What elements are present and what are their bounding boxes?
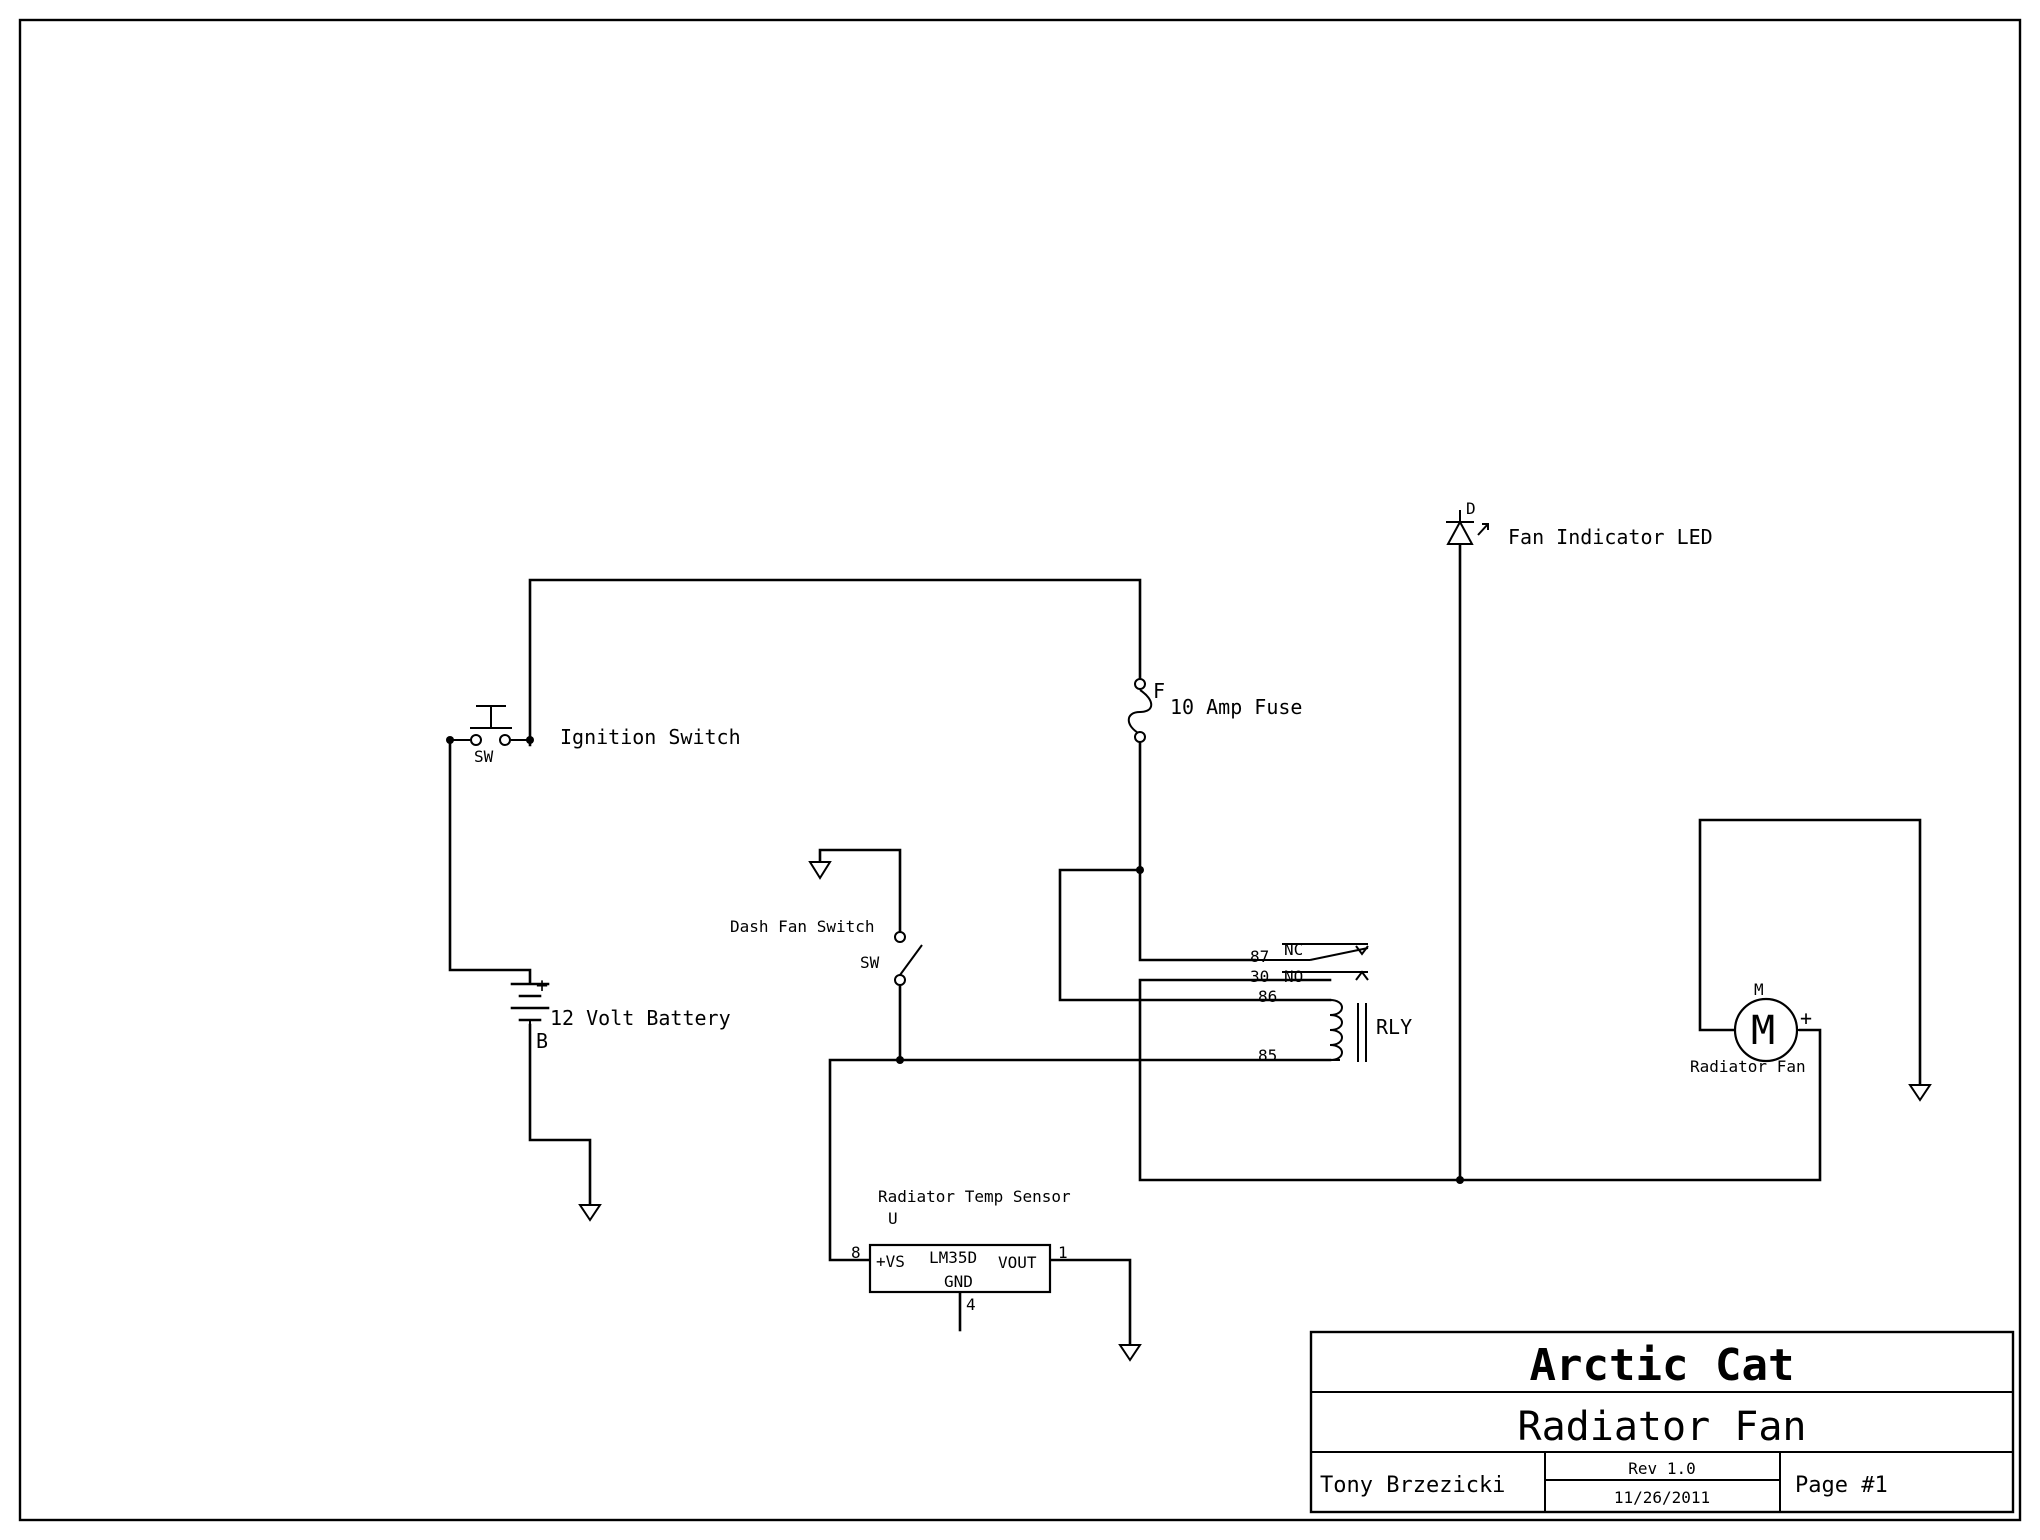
fuse-ref: F [1153, 679, 1165, 703]
motor-ref: M [1754, 980, 1764, 999]
motor-symbol [1733, 997, 1800, 1063]
junction-dots [446, 736, 1464, 1184]
title-block [1309, 1330, 2015, 1514]
relay-pin-87: 87 [1250, 947, 1269, 966]
relay-pin-86: 86 [1258, 987, 1277, 1006]
title-author: Tony Brzezicki [1320, 1473, 1505, 1498]
ignition-switch [450, 705, 530, 746]
sensor-pin-vs: 8 [851, 1243, 861, 1262]
fuse-symbol [1127, 678, 1153, 743]
led-symbol [1446, 510, 1489, 545]
relay-pin-85: 85 [1258, 1046, 1277, 1065]
dash-switch-label: Dash Fan Switch [730, 917, 875, 936]
title-project: Radiator Fan [1518, 1404, 1807, 1450]
sensor-gnd-label: GND [944, 1272, 973, 1291]
battery-plus: + [536, 973, 548, 997]
relay-pin-30: 30 [1250, 967, 1269, 986]
fuse-label: 10 Amp Fuse [1170, 695, 1302, 719]
ignition-switch-label: Ignition Switch [560, 725, 741, 749]
sensor-ref: U [888, 1209, 898, 1228]
battery-label: 12 Volt Battery [550, 1006, 731, 1030]
dash-switch-ref: SW [860, 953, 880, 972]
led-label: Fan Indicator LED [1508, 525, 1713, 549]
title-date: 11/26/2011 [1614, 1488, 1710, 1507]
relay-symbol [1255, 943, 1369, 1062]
motor-label: Radiator Fan [1690, 1057, 1806, 1076]
sensor-vs-label: +VS [876, 1252, 905, 1271]
relay-no-label: NO [1284, 967, 1303, 986]
sensor-pin-vout: 1 [1058, 1243, 1068, 1262]
title-revision: Rev 1.0 [1628, 1459, 1695, 1478]
battery-ref: B [536, 1029, 548, 1053]
led-ref: D [1466, 499, 1476, 518]
battery-symbol [510, 982, 550, 1030]
sensor-label: Radiator Temp Sensor [878, 1187, 1071, 1206]
dash-switch-symbol [894, 931, 923, 986]
title-company: Arctic Cat [1530, 1340, 1795, 1391]
wires [448, 543, 1922, 1347]
drawing-border [18, 18, 2022, 1522]
sensor-pin-gnd: 4 [966, 1295, 976, 1314]
sensor-part: LM35D [929, 1248, 977, 1267]
relay-ref: RLY [1376, 1015, 1412, 1039]
relay-nc-label: NC [1284, 940, 1303, 959]
sensor-vout-label: VOUT [998, 1253, 1037, 1272]
motor-plus: + [1800, 1006, 1812, 1030]
title-page: Page #1 [1795, 1473, 1888, 1498]
sensor-body [868, 1243, 1052, 1294]
ground-icons [578, 861, 1932, 1362]
motor-m-glyph: M [1751, 1008, 1775, 1054]
ignition-switch-ref: SW [474, 747, 494, 766]
